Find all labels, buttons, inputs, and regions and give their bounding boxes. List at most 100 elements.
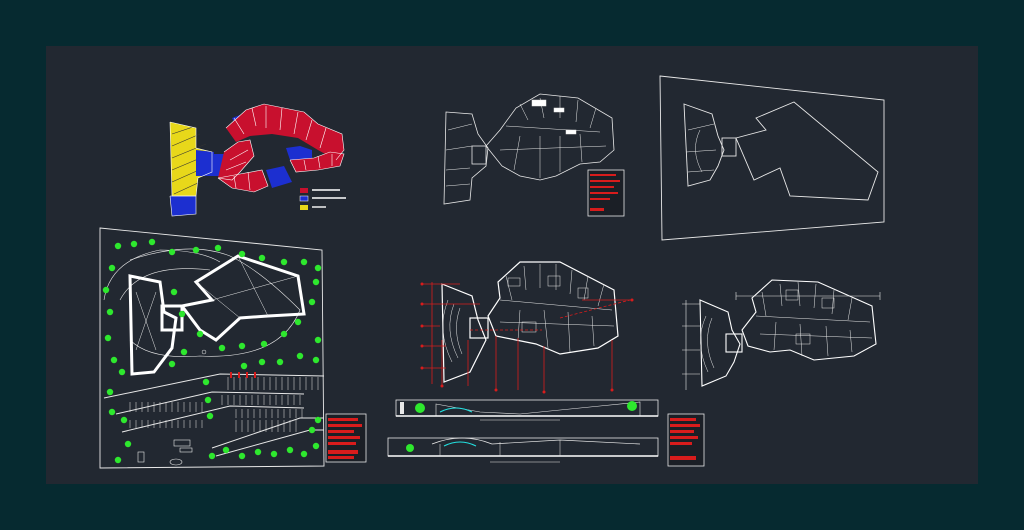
site-building [128,254,306,376]
tree-icon [196,330,204,338]
tree-icon [108,264,116,272]
parking-lots [103,373,325,457]
red-zone-north-wing [226,104,344,160]
tree-icon [130,240,138,248]
floor-plan-rooms [445,96,607,187]
tree-icon [280,258,288,266]
site-path [103,249,221,301]
site-plan[interactable] [99,227,367,469]
tree-icon [276,358,284,366]
red-zone-east-wing [290,152,344,172]
tree-icon [204,396,212,404]
main-outline [485,93,615,181]
massing-outline[interactable] [659,75,885,241]
tree-icon [300,450,308,458]
dimensioned-floor-plan[interactable] [420,261,634,394]
tree-icon [294,318,302,326]
tree-icon [258,254,266,262]
tree-icon [178,310,186,318]
tree-icon [118,368,126,376]
floor-plan-outline[interactable] [443,93,625,217]
tree-icon [238,250,246,258]
tree-icon [296,352,304,360]
tree-icon [218,344,226,352]
second-plan-title-block [667,413,705,467]
elevations[interactable] [387,399,659,463]
massing-details [685,123,717,173]
tree-icon [240,362,248,370]
zoning-legend [299,188,346,210]
site-red-marks [230,372,256,378]
red-zone-south-wing [218,170,268,192]
dimensioned-plan-rooms [442,264,615,363]
tree-icon [308,298,316,306]
legend-swatch-yellow [300,205,308,210]
tree-icon [214,244,222,252]
building-wing-west [683,103,725,187]
red-dimension-lines [422,282,632,392]
site-boundary [99,227,325,469]
tree-icon [104,334,112,342]
second-floor-plan[interactable] [667,279,881,467]
tree-icon [108,408,116,416]
tree-icon [114,456,122,464]
link-block [471,145,487,165]
blue-zone-east [286,146,312,160]
tree-icon [314,336,322,344]
zoning-plan[interactable] [169,103,346,217]
tree-icon [280,330,288,338]
tree-icon [238,452,246,460]
yellow-zone [170,122,212,196]
tree-icon [314,416,322,424]
west-wing-outline [443,111,489,205]
legend-swatch-red [300,188,308,193]
massing-link [721,137,737,157]
dimension-markers [420,282,634,394]
tree-icon [308,426,316,434]
site-plan-title-block [325,413,367,463]
tree-icon [238,342,246,350]
tree-icon [124,440,132,448]
landscape-curve [129,248,301,357]
tree-icon [120,416,128,424]
blue-zone-south [266,166,292,188]
yellow-hatch [171,125,211,195]
second-plan-walls [699,279,877,387]
floor-plan-title-block [587,169,625,217]
tree-icon [254,448,262,456]
tree-icon [286,446,294,454]
tree-icon [206,412,214,420]
zoning-room-lines [169,103,345,217]
tree-icon [110,356,118,364]
tree-icon [106,388,114,396]
tree-icon [168,248,176,256]
tree-icon [270,450,278,458]
site-small-features [137,439,193,466]
tree-icon [258,358,266,366]
tree-icon [192,246,200,254]
site-building-details [135,255,299,355]
building-mass [735,101,879,201]
tree-icon [300,258,308,266]
tree-icon [180,348,188,356]
cad-drawing [99,75,885,469]
elevation-upper [395,399,659,421]
tree-icon [312,442,320,450]
tree-icon [202,378,210,386]
tree-icon [170,288,178,296]
tree-icon [222,446,230,454]
tree-icon [314,264,322,272]
tree-icon [312,278,320,286]
elevation-lower [387,437,659,463]
trees [102,238,322,464]
blue-zone-west [170,196,196,216]
drawing-canvas[interactable] [46,46,978,484]
blue-zone-link [196,150,214,176]
tree-icon [102,286,110,294]
tree-icon [312,356,320,364]
tree-icon [114,242,122,250]
tree-icon [260,340,268,348]
tree-icon [168,360,176,368]
dimensioned-plan-walls [441,261,619,383]
